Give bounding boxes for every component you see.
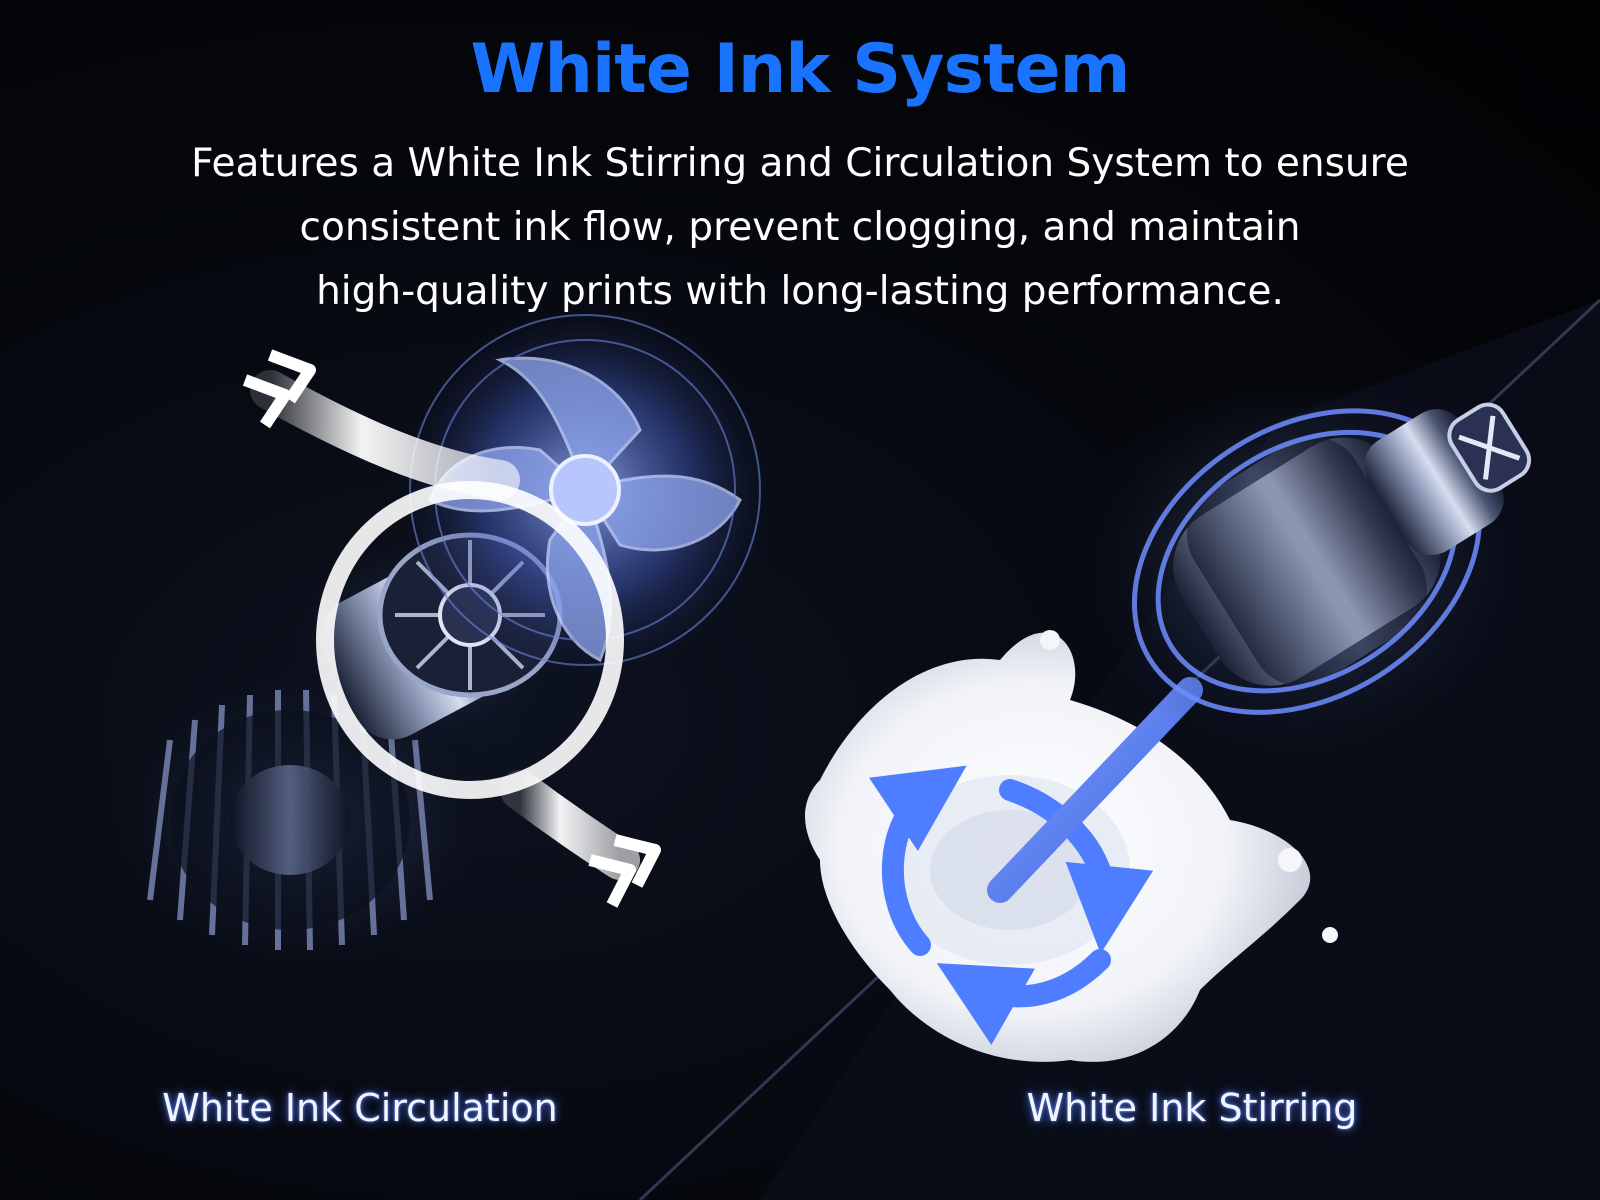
stirring-illustration <box>805 360 1532 1062</box>
page-title-text: White Ink System <box>470 30 1131 109</box>
circulation-loop-arrow-icon <box>250 370 640 880</box>
page-title: White Ink System <box>0 28 1600 112</box>
caption-white-ink-circulation: White Ink Circulation <box>162 1086 558 1130</box>
caption-white-ink-stirring: White Ink Stirring <box>1026 1086 1358 1130</box>
rotation-arrows-icon <box>868 765 1154 1046</box>
description-line: high-quality prints with long-lasting pe… <box>316 269 1284 314</box>
feature-description: Features a White Ink Stirring and Circul… <box>100 132 1500 324</box>
stirring-rod <box>987 677 1203 903</box>
stirrer-motor-icon <box>1070 360 1532 760</box>
chevron-out-icon <box>588 834 661 908</box>
chevron-in-icon <box>242 349 316 429</box>
circulation-illustration <box>110 300 775 970</box>
description-line: consistent ink flow, prevent clogging, a… <box>299 205 1301 250</box>
description-line: Features a White Ink Stirring and Circul… <box>191 141 1409 186</box>
